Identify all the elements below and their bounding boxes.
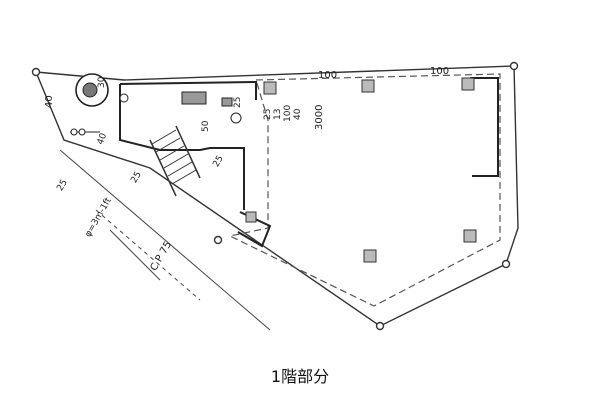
columns xyxy=(245,77,477,263)
dimension-30: 30 xyxy=(97,76,107,88)
boundary-label: C P 75 xyxy=(149,240,175,273)
dimension-100: 100 xyxy=(283,105,293,122)
note-label: φ=3m-1ft xyxy=(83,196,114,239)
pipe-fittings xyxy=(70,91,242,136)
dimension-50: 50 xyxy=(201,120,211,132)
dimension-top-2: 100 xyxy=(430,66,449,77)
dimension-40-b: 40 xyxy=(96,132,109,146)
drawing-caption: 1階部分 xyxy=(270,367,330,386)
property-lines xyxy=(59,149,271,331)
boundary-markers xyxy=(31,61,519,331)
dimension-25-e: 25 xyxy=(233,97,243,108)
dimension-25-a: 25 xyxy=(55,178,69,193)
dimension-3000: 3000 xyxy=(314,105,325,130)
dimension-13: 13 xyxy=(273,109,283,120)
room-walls xyxy=(119,77,499,248)
tank-symbol xyxy=(75,73,129,107)
dimension-25-c: 25 xyxy=(211,154,225,169)
dimension-40-c: 40 xyxy=(293,108,303,120)
dimension-top-1: 100 xyxy=(318,70,337,81)
building-outline xyxy=(228,73,501,307)
dimension-40-a: 40 xyxy=(44,95,55,108)
staircase xyxy=(149,125,201,197)
dimension-25-b: 25 xyxy=(129,170,143,185)
site-boundary xyxy=(35,65,519,327)
dimension-25-d: 25 xyxy=(263,109,273,120)
